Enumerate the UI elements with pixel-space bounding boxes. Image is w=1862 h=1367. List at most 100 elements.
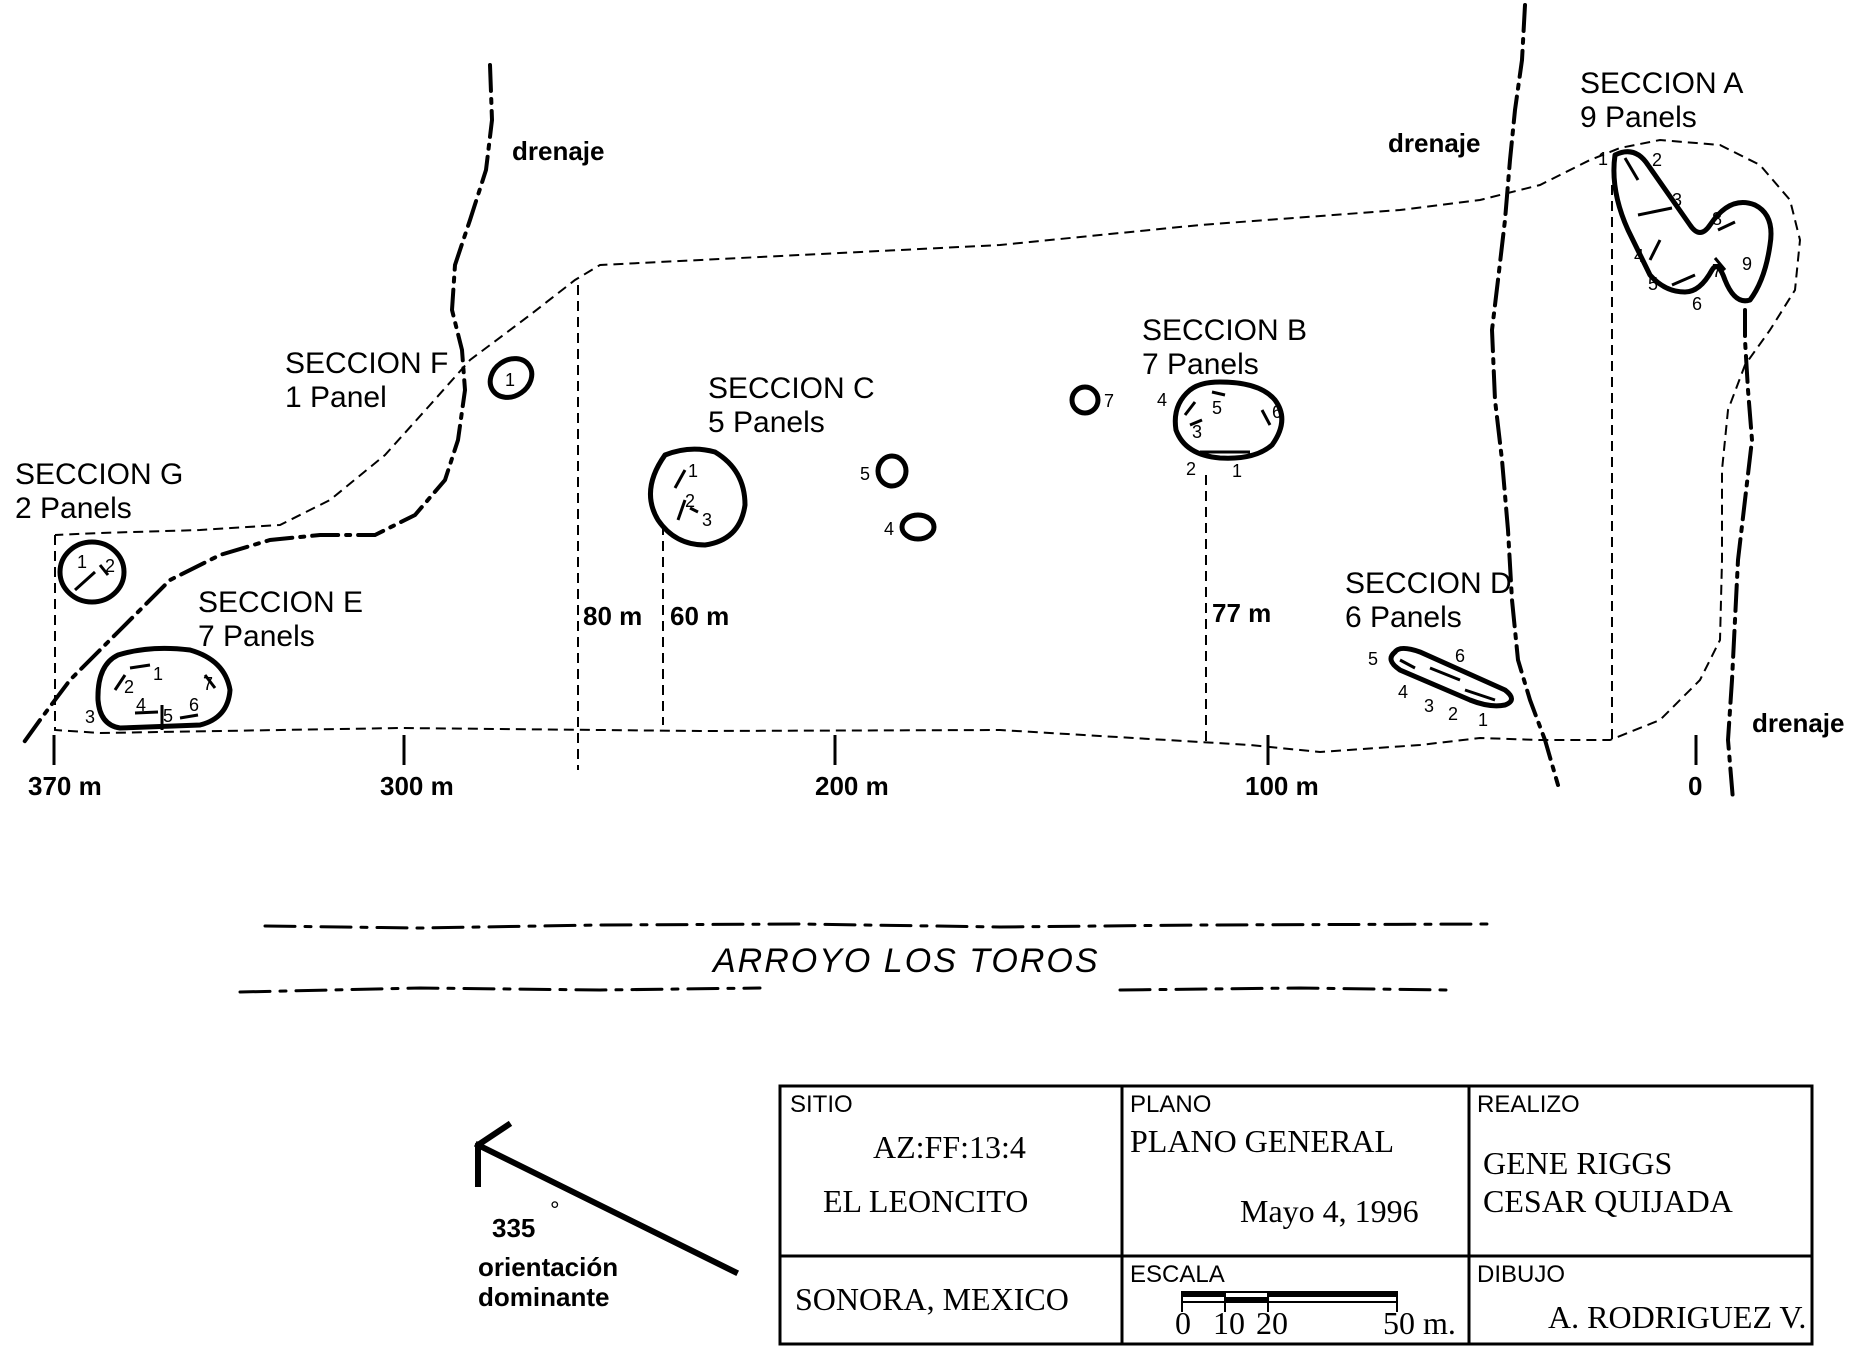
drainage-line-center (1489, 3, 1560, 787)
drainage-label-center: drenaje (1388, 128, 1481, 158)
scale-bar-segment (1268, 1292, 1397, 1297)
plano-date: Mayo 4, 1996 (1240, 1193, 1419, 1229)
panel-number: 5 (163, 706, 173, 726)
section-b-name: SECCION B (1142, 314, 1307, 347)
section-f-name: SECCION F (285, 347, 448, 380)
section-d-panels: 6 Panels (1345, 601, 1462, 634)
axis-tick-label: 200 m (815, 771, 889, 801)
panel-number: 3 (1192, 422, 1202, 442)
panel-number: 1 (1232, 461, 1242, 481)
section-f: SECCION F 1 Panel 1 (285, 347, 535, 414)
distance-label-80m: 80 m (583, 601, 642, 631)
scale-bar-segment (1225, 1297, 1268, 1302)
section-c-panel-numbers: 1 2 3 4 5 (685, 461, 894, 539)
escala-label: ESCALA (1130, 1261, 1225, 1288)
panel-number: 1 (505, 370, 515, 390)
panel-mark (1717, 220, 1736, 232)
scale-tick-label: 50 m. (1383, 1305, 1456, 1341)
panel-number: 7 (203, 674, 213, 694)
arroyo-line-upper (263, 922, 1492, 930)
panel-mark (113, 674, 127, 691)
panel-number: 1 (1598, 149, 1608, 169)
panel-mark (1189, 418, 1203, 427)
panel-mark (1671, 273, 1696, 287)
section-f-outline (487, 356, 535, 400)
panel-number: 6 (1272, 402, 1282, 422)
panel-mark (98, 564, 110, 576)
axis-tick-label: 300 m (380, 771, 454, 801)
panel-mark (129, 663, 151, 670)
panel-mark (1623, 157, 1640, 181)
section-c: SECCION C 5 Panels 1 2 3 4 5 (647, 372, 937, 548)
panel-number: 8 (1712, 209, 1722, 229)
panel-number: 2 (1186, 459, 1196, 479)
drainage-labels: drenaje drenaje drenaje (512, 128, 1845, 738)
section-d-panel-numbers: 1 2 3 4 5 6 (1368, 646, 1488, 730)
panel-mark (1637, 206, 1673, 217)
section-e-panel-marks (113, 663, 217, 730)
site-boundary-outline (54, 138, 1802, 754)
axis-tick-labels: 370 m 300 m 200 m 100 m 0 (28, 771, 1702, 801)
section-d-name: SECCION D (1345, 567, 1512, 600)
drainage-line-east (1725, 308, 1755, 802)
panel-mark (1211, 390, 1226, 397)
plano-label: PLANO (1130, 1091, 1211, 1118)
section-g-panel-marks (73, 564, 110, 592)
section-e-panels: 7 Panels (198, 620, 315, 653)
dibujo-value: A. RODRIGUEZ V. (1548, 1299, 1806, 1335)
panel-mark (203, 674, 217, 689)
site-boundary (54, 138, 1802, 770)
axis-tick-label: 370 m (28, 771, 102, 801)
section-a-panel-marks (1623, 157, 1736, 287)
distance-label-60m: 60 m (670, 601, 729, 631)
section-a-outline (1611, 149, 1774, 304)
scale-tick-label: 20 (1256, 1305, 1288, 1341)
section-g-outline (57, 539, 127, 605)
panel-number: 3 (85, 707, 95, 727)
axis-tick-label: 100 m (1245, 771, 1319, 801)
section-c-panel-4-outline (899, 512, 937, 542)
section-g-panels: 2 Panels (15, 492, 132, 525)
section-b: SECCION B 7 Panels 1 2 3 4 5 6 7 (1069, 314, 1307, 481)
axis-tick-marks (52, 735, 1698, 765)
panel-number: 2 (1448, 704, 1458, 724)
panel-number: 3 (1672, 190, 1682, 210)
scale-tick-label: 10 (1213, 1305, 1245, 1341)
orientation-label-line1: orientación (478, 1252, 618, 1282)
realizo-label: REALIZO (1477, 1091, 1580, 1118)
panel-number: 2 (105, 556, 115, 576)
drainage-line-west (20, 63, 495, 747)
drainage-lines (20, 3, 1755, 802)
section-c-panel-5-outline (875, 453, 909, 489)
panel-number: 7 (1104, 391, 1114, 411)
section-g: SECCION G 2 Panels 1 2 (15, 458, 183, 605)
distance-label-77m: 77 m (1212, 598, 1271, 628)
scale-bar: 0 10 20 50 m. (1175, 1291, 1456, 1341)
panel-number: 4 (1634, 246, 1644, 266)
panel-number: 5 (1368, 649, 1378, 669)
panel-mark (1183, 401, 1197, 416)
panel-number: 3 (1424, 696, 1434, 716)
section-e-name: SECCION E (198, 586, 363, 619)
arroyo-line-lower (238, 986, 762, 994)
section-a: SECCION A 9 Panels 1 2 3 4 5 6 7 8 9 (1580, 67, 1774, 314)
panel-number: 1 (153, 664, 163, 684)
section-g-name: SECCION G (15, 458, 183, 491)
site-code: AZ:FF:13:4 (873, 1129, 1026, 1165)
panel-mark (676, 499, 687, 521)
section-d-outline (1388, 646, 1514, 709)
orientation-indicator: 335 ° orientación dominante (473, 1120, 740, 1312)
panel-number: 4 (1398, 682, 1408, 702)
section-f-panels: 1 Panel (285, 381, 387, 414)
section-c-panels: 5 Panels (708, 406, 825, 439)
panel-mark (134, 710, 159, 715)
realizo-name-1: GENE RIGGS (1483, 1145, 1672, 1181)
section-e-outline (95, 645, 233, 731)
section-c-outline (647, 446, 748, 548)
realizo-name-2: CESAR QUIJADA (1483, 1183, 1733, 1219)
orientation-degrees: 335 (492, 1213, 535, 1243)
panel-mark (673, 469, 687, 489)
panel-number: 2 (685, 491, 695, 511)
panel-number: 6 (1455, 646, 1465, 666)
section-d: SECCION D 6 Panels 1 2 3 4 5 6 (1345, 567, 1514, 730)
